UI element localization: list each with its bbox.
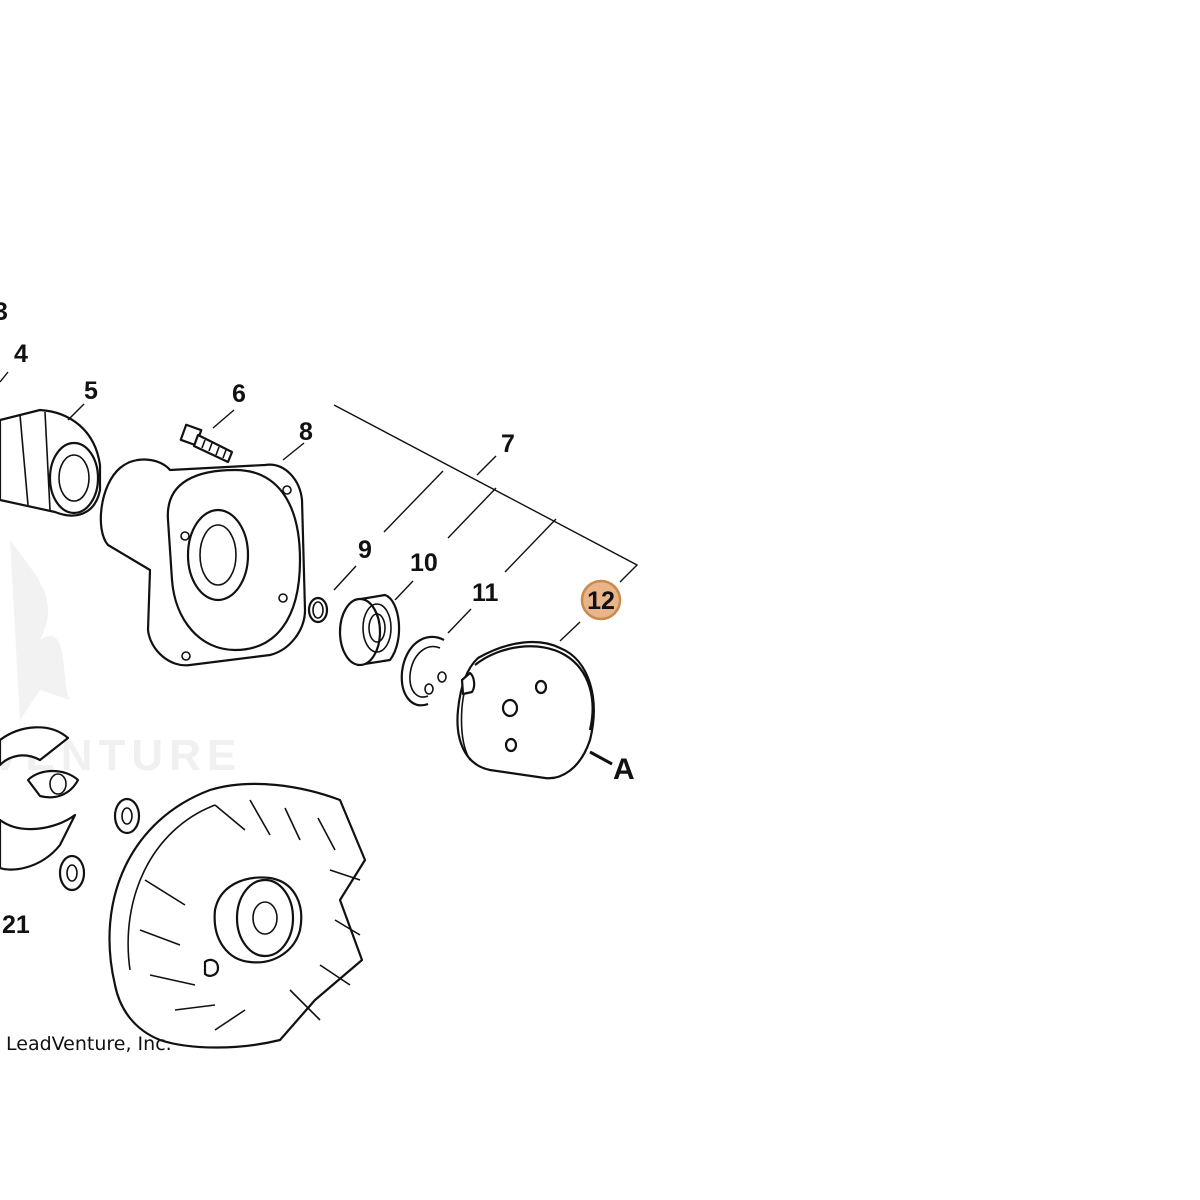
washers bbox=[58, 797, 141, 892]
leader-9 bbox=[333, 565, 357, 591]
part-9-snap-ring bbox=[307, 596, 329, 624]
leader-8 bbox=[282, 442, 305, 461]
part-11-retaining-ring bbox=[400, 635, 447, 707]
part-12-clutch-drum bbox=[456, 640, 595, 780]
callout-6[interactable]: 6 bbox=[232, 380, 246, 408]
callout-12-circle bbox=[580, 579, 622, 621]
leader-6 bbox=[212, 409, 235, 429]
bracket-7 bbox=[333, 404, 639, 583]
callout-12-highlight[interactable]: 12 bbox=[580, 579, 622, 621]
clutch-shoe-parts bbox=[0, 726, 80, 871]
leader-5 bbox=[67, 403, 85, 421]
part-10-bearing bbox=[338, 593, 401, 667]
callout-labels: 3 4 5 6 7 8 9 10 11 12 21 A bbox=[0, 298, 635, 939]
part-5-sleeve bbox=[0, 408, 102, 517]
leader-11-bracket bbox=[504, 518, 557, 573]
callout-A[interactable]: A bbox=[613, 753, 635, 786]
callout-3[interactable]: 3 bbox=[0, 298, 8, 326]
part-8-housing bbox=[99, 458, 307, 667]
leader-lines bbox=[0, 371, 639, 766]
watermark-flame-logo bbox=[10, 540, 70, 720]
part-6-screw bbox=[179, 423, 234, 464]
leader-A bbox=[589, 750, 613, 766]
flywheel-fan bbox=[108, 782, 367, 1049]
leader-11 bbox=[447, 608, 472, 634]
callout-7[interactable]: 7 bbox=[501, 430, 515, 458]
callout-5[interactable]: 5 bbox=[84, 377, 98, 405]
callout-21[interactable]: 21 bbox=[2, 911, 30, 939]
watermark: VENTURE bbox=[0, 540, 236, 780]
leader-9-bracket bbox=[383, 470, 444, 533]
callout-11[interactable]: 11 bbox=[472, 579, 499, 607]
callout-10[interactable]: 10 bbox=[410, 549, 438, 577]
leader-12 bbox=[559, 621, 581, 642]
copyright-text: LeadVenture, Inc. bbox=[6, 1033, 172, 1055]
leader-4 bbox=[0, 371, 9, 383]
callout-12[interactable]: 12 bbox=[587, 587, 615, 615]
callout-4[interactable]: 4 bbox=[14, 340, 28, 368]
leader-7 bbox=[476, 455, 497, 476]
callout-8[interactable]: 8 bbox=[299, 418, 313, 446]
callout-9[interactable]: 9 bbox=[358, 536, 372, 564]
leader-10 bbox=[394, 580, 414, 601]
leader-10-bracket bbox=[447, 487, 497, 539]
